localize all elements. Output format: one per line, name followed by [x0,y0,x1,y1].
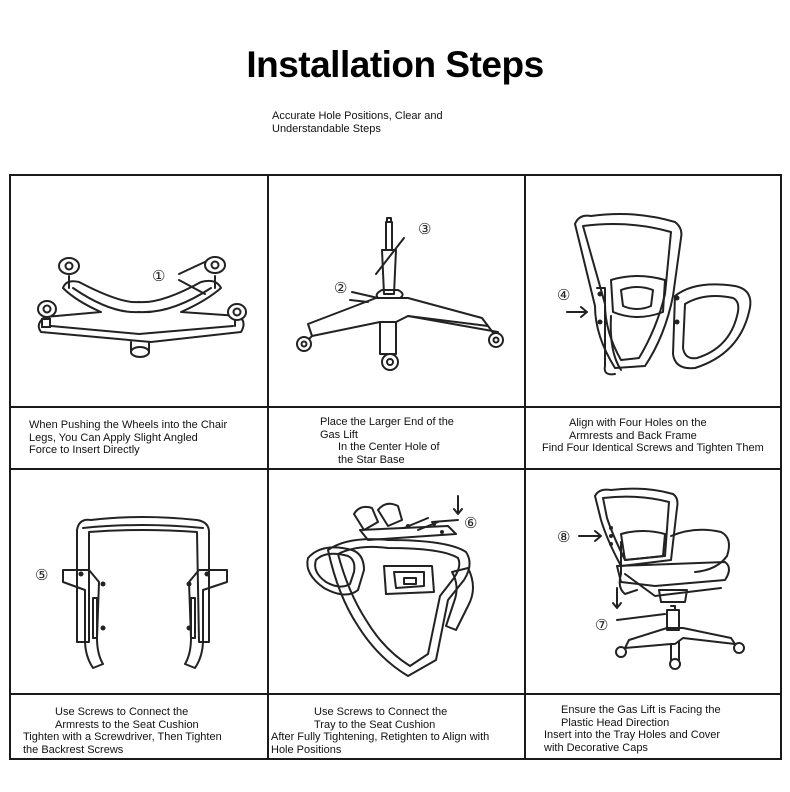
step-marker: ② [334,279,347,297]
star-base-wheels-drawing: ① [37,256,247,358]
caption-line: When Pushing the Wheels into the Chair [29,419,228,431]
step-4-caption: Use Screws to Connect the Armrests to th… [23,706,222,756]
caption-line: Hole Positions [271,743,342,756]
step-3-illustration: ④ [525,176,784,406]
step-marker: ① [152,267,165,285]
subtitle-line: Understandable Steps [272,123,381,135]
step-marker: ④ [557,286,570,304]
page-subtitle: Accurate Hole Positions, Clear and Under… [272,110,502,136]
step-6-illustration: ⑧ ⑦ [525,470,784,693]
step-marker: ③ [418,220,431,238]
caption-line: Plastic Head Direction [561,716,670,729]
steps-grid: ① When Pushing the Wheels into the Chair… [9,174,782,760]
step-2-illustration: ② ③ [268,176,524,406]
caption-line: with Decorative Caps [544,741,648,754]
caption-line: Use Screws to Connect the [55,706,189,718]
step-1-caption: When Pushing the Wheels into the Chair L… [29,419,227,457]
armrest-backframe-drawing: ④ [557,213,752,376]
caption-line: the Star Base [338,453,405,466]
subtitle-line: Accurate Hole Positions, Clear and [272,110,443,122]
grid-divider [267,176,269,758]
grid-divider [524,176,526,758]
grid-divider [11,693,780,695]
full-chair-drawing: ⑧ ⑦ [557,487,745,670]
step-marker: ⑦ [595,616,608,634]
step-5-illustration: ⑥ [268,470,524,693]
caption-line: Place the Larger End of the [320,416,454,428]
step-3-caption: Align with Four Holes on the Armrests an… [542,417,764,455]
caption-line: Legs, You Can Apply Slight Angled [29,431,198,444]
caption-line: Gas Lift [320,428,358,441]
armrest-seat-drawing: ⑤ [35,516,228,669]
grid-divider [11,468,780,470]
caption-line: Align with Four Holes on the [569,417,707,429]
caption-line: Find Four Identical Screws and Tighten T… [542,442,764,454]
step-4-illustration: ⑤ [11,470,267,693]
caption-line: Tray to the Seat Cushion [314,718,436,731]
caption-line: Use Screws to Connect the [314,706,448,718]
caption-line: In the Center Hole of [338,441,440,453]
step-marker: ⑥ [464,514,477,532]
caption-line: Insert into the Tray Holes and Cover [544,729,721,741]
grid-divider [11,406,780,408]
caption-line: the Backrest Screws [23,743,124,756]
caption-line: Tighten with a Screwdriver, Then Tighten [23,731,222,743]
gas-lift-base-drawing: ② ③ [296,217,504,371]
caption-line: Ensure the Gas Lift is Facing the [561,704,721,716]
tray-seat-drawing: ⑥ [306,495,477,677]
step-marker: ⑧ [557,528,570,546]
step-2-caption: Place the Larger End of the Gas Lift In … [320,416,454,466]
step-marker: ⑤ [35,566,48,584]
step-1-illustration: ① [11,176,267,406]
caption-line: After Fully Tightening, Retighten to Ali… [271,731,490,743]
caption-line: Force to Insert Directly [29,444,140,456]
page-title: Installation Steps [246,44,544,85]
caption-line: Armrests to the Seat Cushion [55,718,199,731]
step-5-caption: Use Screws to Connect the Tray to the Se… [271,706,489,756]
step-6-caption: Ensure the Gas Lift is Facing the Plasti… [544,704,721,754]
caption-line: Armrests and Back Frame [569,429,697,442]
